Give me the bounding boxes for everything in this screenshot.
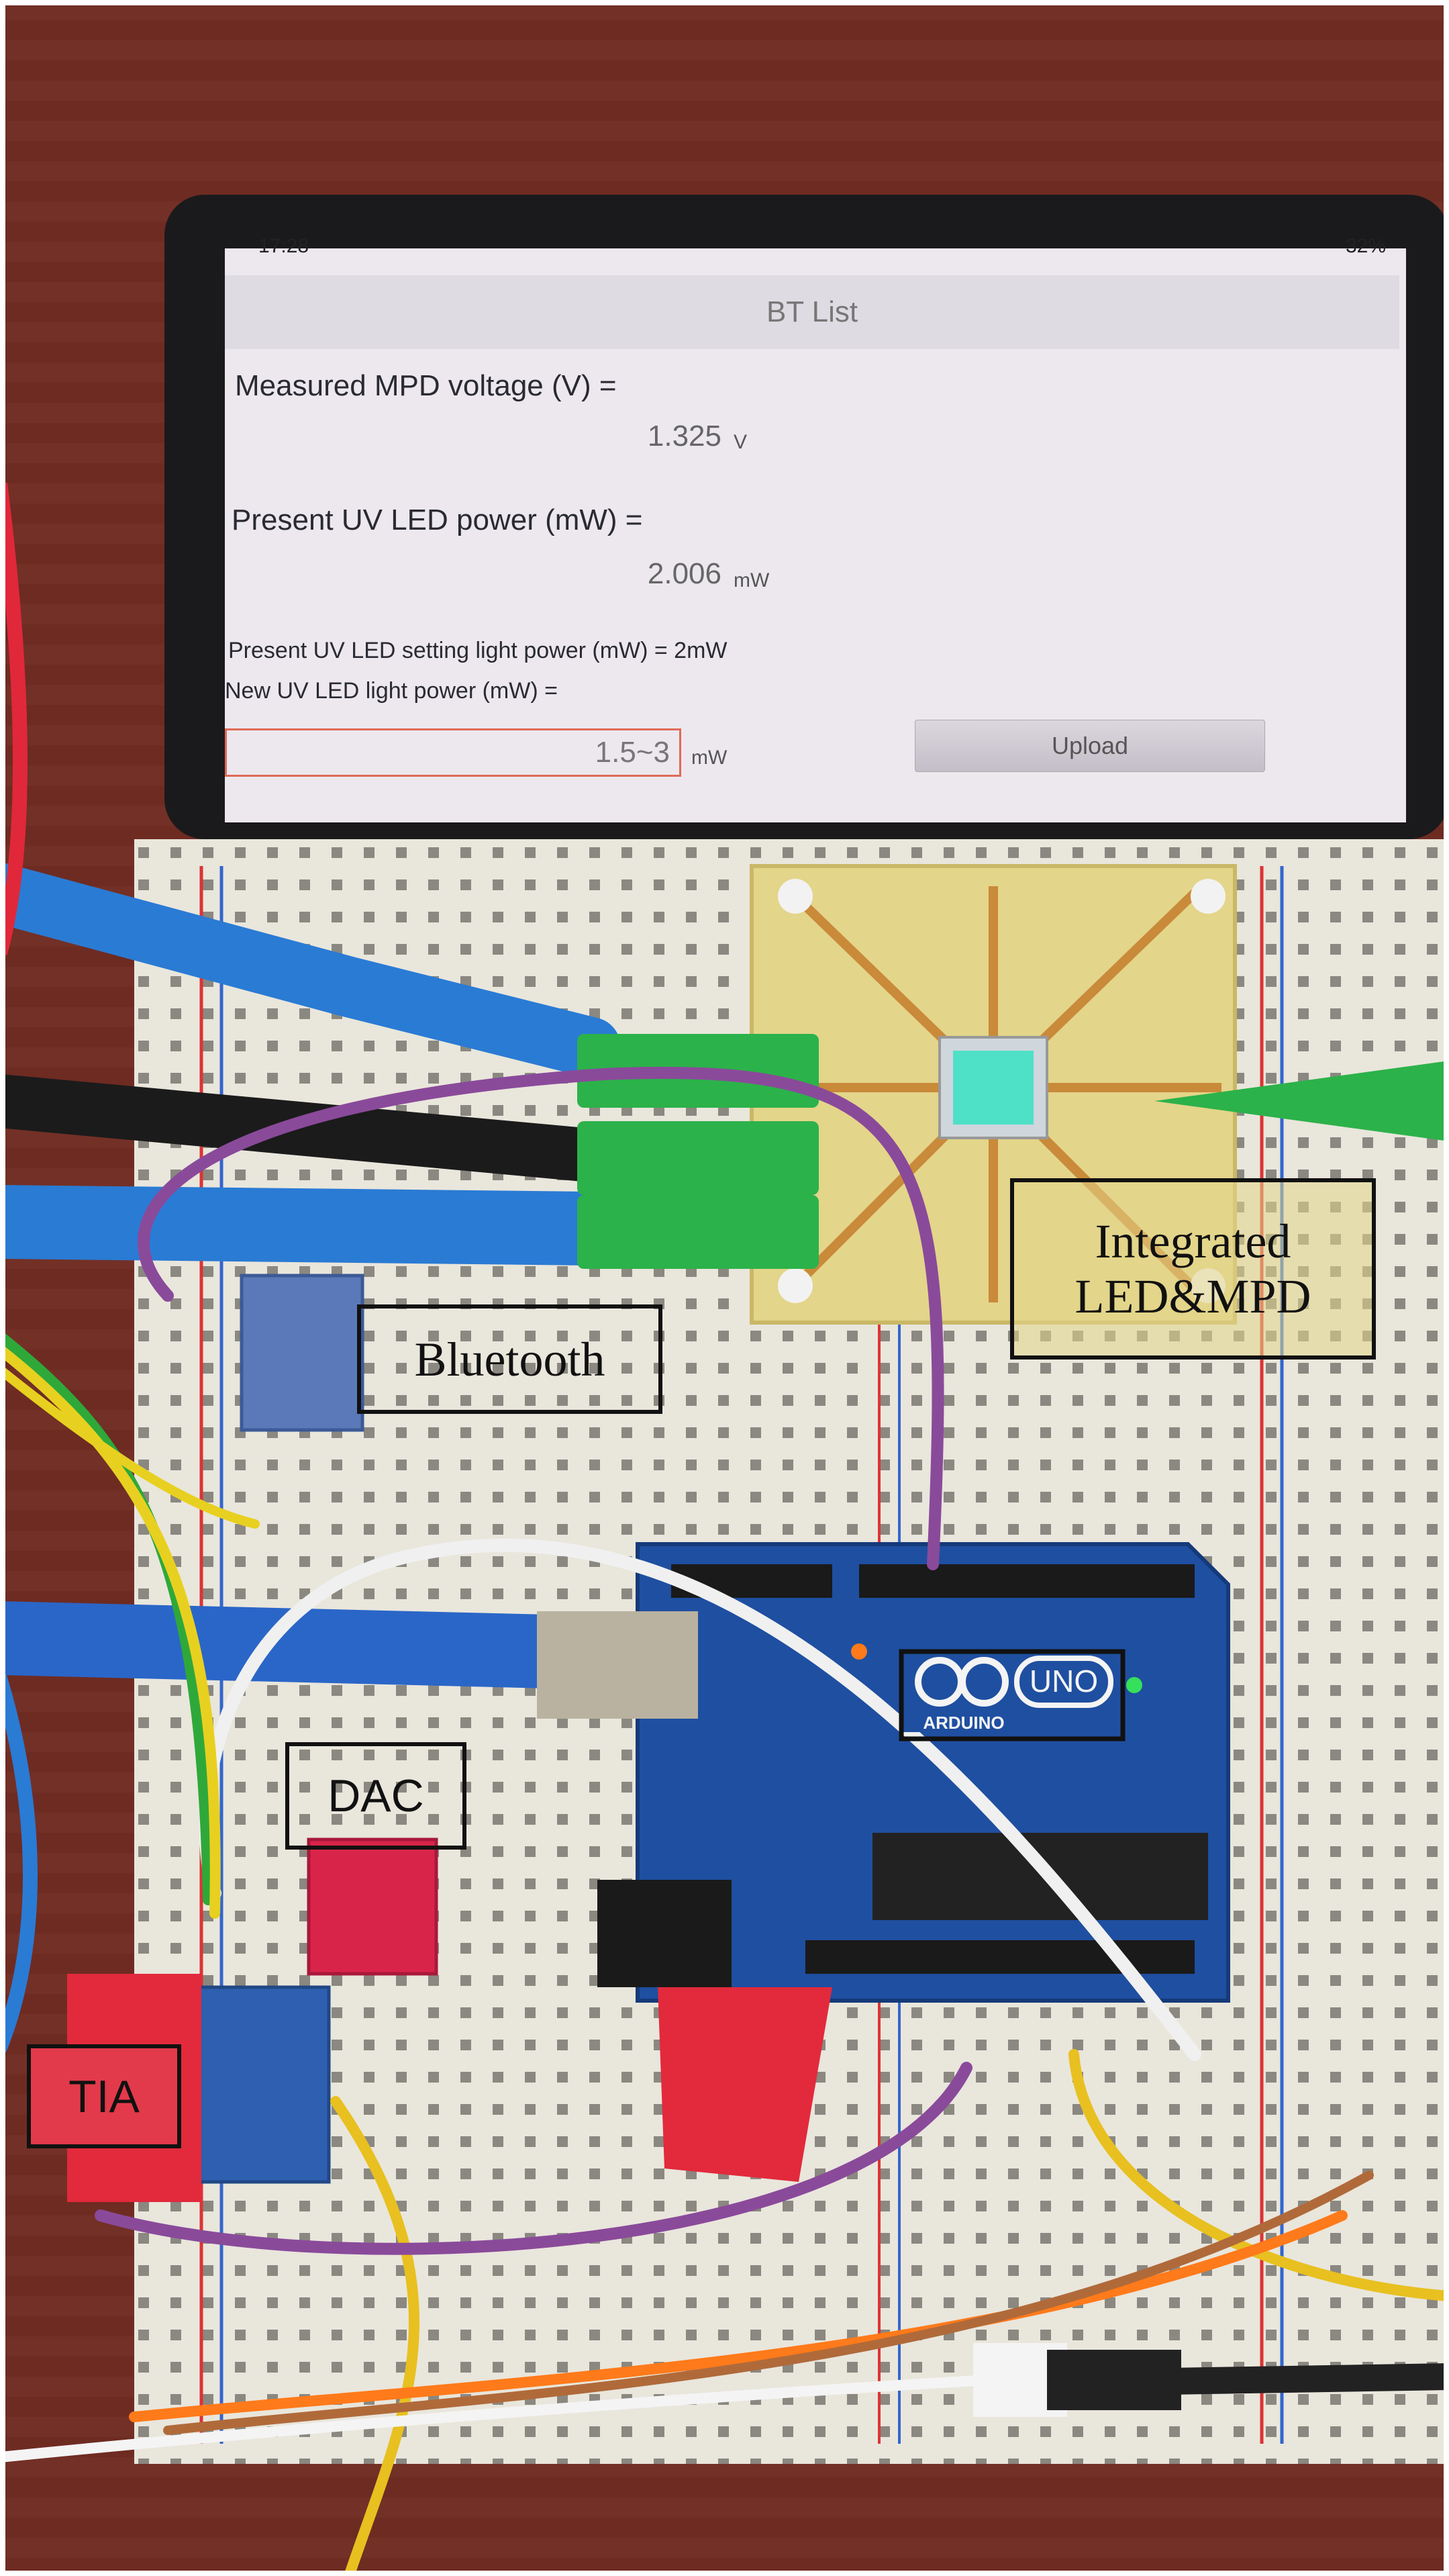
label-tia: TIA	[27, 2044, 181, 2148]
uno-badge	[1014, 1656, 1113, 1708]
status-time: 17:28	[258, 235, 309, 257]
bluetooth-module	[240, 1274, 364, 1432]
new-power-input[interactable]: 1.5~3	[225, 728, 681, 777]
label-integrated-led-mpd: Integrated LED&MPD	[1010, 1178, 1376, 1359]
led-power-unit: mW	[734, 569, 770, 591]
led-power-label: Present UV LED power (mW) =	[232, 504, 643, 536]
dac-module	[307, 1838, 438, 1976]
mpd-voltage-value: 1.325	[647, 420, 721, 452]
new-power-input-value: 1.5~3	[595, 736, 670, 769]
status-battery: 32%	[1345, 235, 1386, 257]
new-power-unit: mW	[691, 747, 728, 769]
upload-button[interactable]: Upload	[915, 720, 1265, 772]
new-power-label: New UV LED light power (mW) =	[225, 678, 558, 704]
label-bluetooth: Bluetooth	[357, 1304, 662, 1414]
usb-cable	[0, 1601, 552, 1688]
phone-titlebar	[225, 275, 1399, 349]
arduino-infinity-icon	[915, 1657, 1009, 1707]
led-power-value: 2.006	[647, 557, 721, 590]
bt-list-title[interactable]: BT List	[766, 295, 858, 328]
tia-module	[186, 1985, 331, 2184]
phone-app-screen: 17:28 32% BT List Measured MPD voltage (…	[225, 235, 1399, 812]
arduino-logo-box	[899, 1649, 1126, 1742]
mpd-voltage-unit: V	[734, 431, 748, 453]
arduino-model-text: UNO	[1030, 1664, 1098, 1699]
arduino-brand-text: ARDUINO	[923, 1713, 1004, 1733]
label-dac: DAC	[285, 1742, 466, 1850]
mpd-voltage-label: Measured MPD voltage (V) =	[235, 369, 617, 402]
setting-power-label: Present UV LED setting light power (mW) …	[228, 638, 728, 663]
